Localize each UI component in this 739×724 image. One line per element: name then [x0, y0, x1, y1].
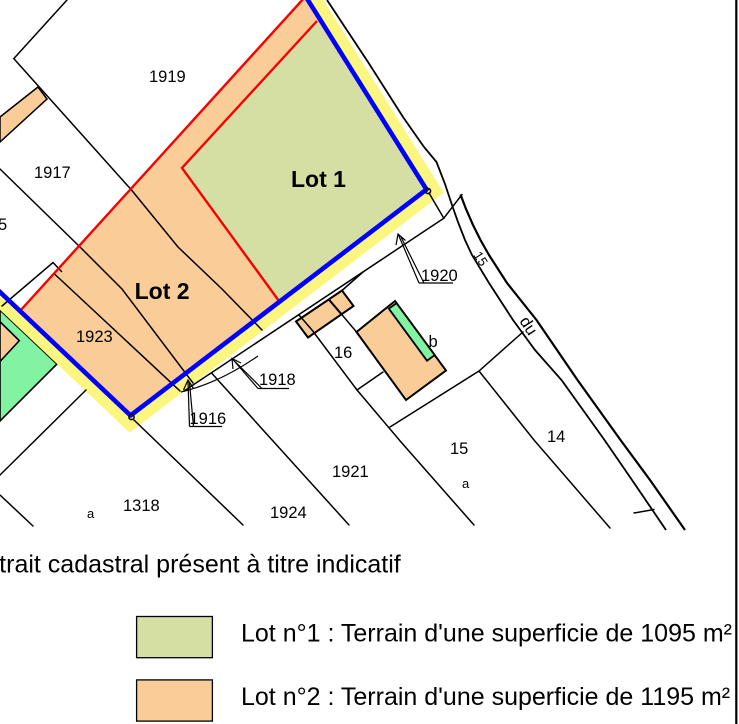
- svg-text:Extrait cadastral présent à ti: Extrait cadastral présent à titre indica…: [0, 551, 401, 579]
- svg-text:1921: 1921: [332, 463, 369, 481]
- svg-text:a: a: [87, 506, 95, 521]
- svg-text:1916: 1916: [190, 410, 227, 428]
- svg-text:1917: 1917: [34, 164, 71, 182]
- svg-text:15: 15: [450, 440, 468, 458]
- svg-text:1919: 1919: [149, 68, 186, 86]
- svg-text:1924: 1924: [270, 504, 307, 522]
- svg-text:Lot 1: Lot 1: [291, 166, 346, 192]
- svg-text:1923: 1923: [76, 328, 113, 346]
- svg-text:Lot n°2 : Terrain d'une superf: Lot n°2 : Terrain d'une superficie de 11…: [241, 683, 730, 711]
- svg-text:1920: 1920: [421, 267, 458, 285]
- svg-text:1918: 1918: [259, 371, 296, 389]
- svg-text:1318: 1318: [123, 497, 160, 515]
- svg-text:5: 5: [0, 216, 7, 234]
- svg-text:Lot 2: Lot 2: [135, 278, 190, 304]
- svg-text:15: 15: [470, 248, 490, 268]
- svg-text:Lot n°1 : Terrain d'une superf: Lot n°1 : Terrain d'une superficie de 10…: [241, 620, 732, 648]
- svg-text:14: 14: [547, 428, 565, 446]
- svg-text:b: b: [429, 333, 438, 351]
- svg-text:a: a: [462, 476, 470, 491]
- svg-text:16: 16: [334, 344, 352, 362]
